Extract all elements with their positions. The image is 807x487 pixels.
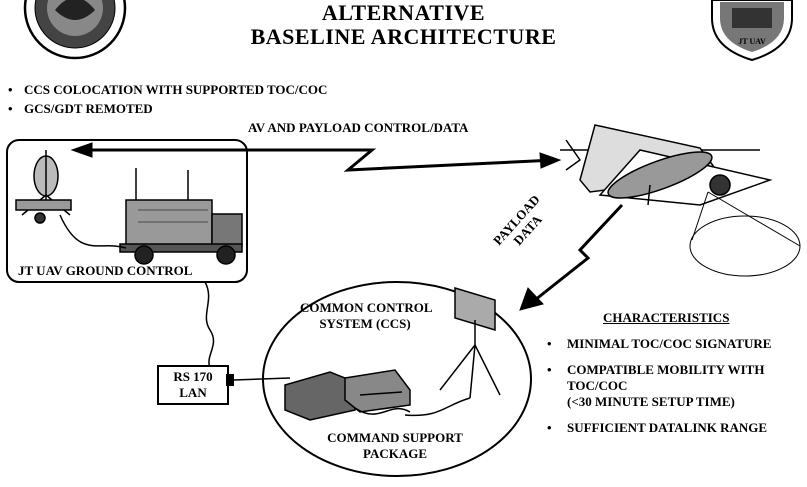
csp-label-line1: COMMAND SUPPORT xyxy=(327,430,463,445)
bullet-text: GCS/GDT REMOTED xyxy=(24,101,153,116)
bullet-text: CCS COLOCATION WITH SUPPORTED TOC/COC xyxy=(24,82,328,97)
antenna-trailer-icon xyxy=(15,150,72,224)
left-seal-icon xyxy=(23,0,127,60)
rs170-lan-box xyxy=(157,365,229,405)
page-title-line1: ALTERNATIVE xyxy=(321,0,486,25)
characteristic-text: MINIMAL TOC/COC SIGNATURE xyxy=(567,336,772,351)
characteristic-item: •MINIMAL TOC/COC SIGNATURE xyxy=(547,336,772,351)
characteristic-text: TOC/COC xyxy=(567,378,628,393)
ground-control-box xyxy=(6,139,248,283)
characteristic-item: •COMPATIBLE MOBILITY WITH xyxy=(547,362,765,377)
csp-label: COMMAND SUPPORT PACKAGE xyxy=(310,430,480,462)
ground-cable xyxy=(59,214,127,249)
characteristic-text: (<30 MINUTE SETUP TIME) xyxy=(567,394,735,409)
sensor-cone-icon xyxy=(689,191,801,277)
characteristics-heading: CHARACTERISTICS xyxy=(603,310,730,325)
characteristic-text: COMPATIBLE MOBILITY WITH xyxy=(567,362,765,377)
ground-to-lan-cable xyxy=(204,281,215,369)
page-title-line2: BASELINE ARCHITECTURE xyxy=(250,24,557,49)
characteristics-panel: CHARACTERISTICS •MINIMAL TOC/COC SIGNATU… xyxy=(545,310,771,446)
jt-uav-emblem-icon: JT UAV xyxy=(711,0,793,62)
av-datalink-arrow xyxy=(70,142,562,172)
rs170-label-line1: RS 170 xyxy=(173,369,213,384)
ccs-label-line2: SYSTEM (CCS) xyxy=(319,316,411,331)
bullet-item: •CCS COLOCATION WITH SUPPORTED TOC/COC xyxy=(8,82,328,97)
rs170-label-line2: LAN xyxy=(179,385,207,400)
bullet-item: •GCS/GDT REMOTED xyxy=(8,101,153,116)
payload-data-arrow xyxy=(519,203,624,311)
ccs-console-icon xyxy=(284,369,411,421)
ccs-label-line1: COMMON CONTROL xyxy=(300,300,433,315)
lan-connector xyxy=(226,374,234,386)
uav-aircraft-icon xyxy=(560,124,773,206)
ccs-ellipse xyxy=(262,281,532,477)
characteristic-item-continuation: (<30 MINUTE SETUP TIME) xyxy=(545,394,771,410)
ccs-label: COMMON CONTROL SYSTEM (CCS) xyxy=(300,300,433,332)
antenna-tripod-icon xyxy=(404,286,501,417)
humvee-shelter-icon xyxy=(119,168,243,265)
bullet-list: •CCS COLOCATION WITH SUPPORTED TOC/COC •… xyxy=(8,80,327,118)
characteristic-item-continuation: TOC/COC xyxy=(545,378,771,394)
characteristic-text: SUFFICIENT DATALINK RANGE xyxy=(567,420,768,435)
rs170-label: RS 170 LAN xyxy=(158,369,228,401)
emblem-text: JT UAV xyxy=(738,37,766,46)
link-label: AV AND PAYLOAD CONTROL/DATA xyxy=(248,120,469,135)
characteristic-item: •SUFFICIENT DATALINK RANGE xyxy=(547,420,768,435)
ground-control-label: JT UAV GROUND CONTROL xyxy=(18,263,193,278)
csp-label-line2: PACKAGE xyxy=(362,446,428,461)
